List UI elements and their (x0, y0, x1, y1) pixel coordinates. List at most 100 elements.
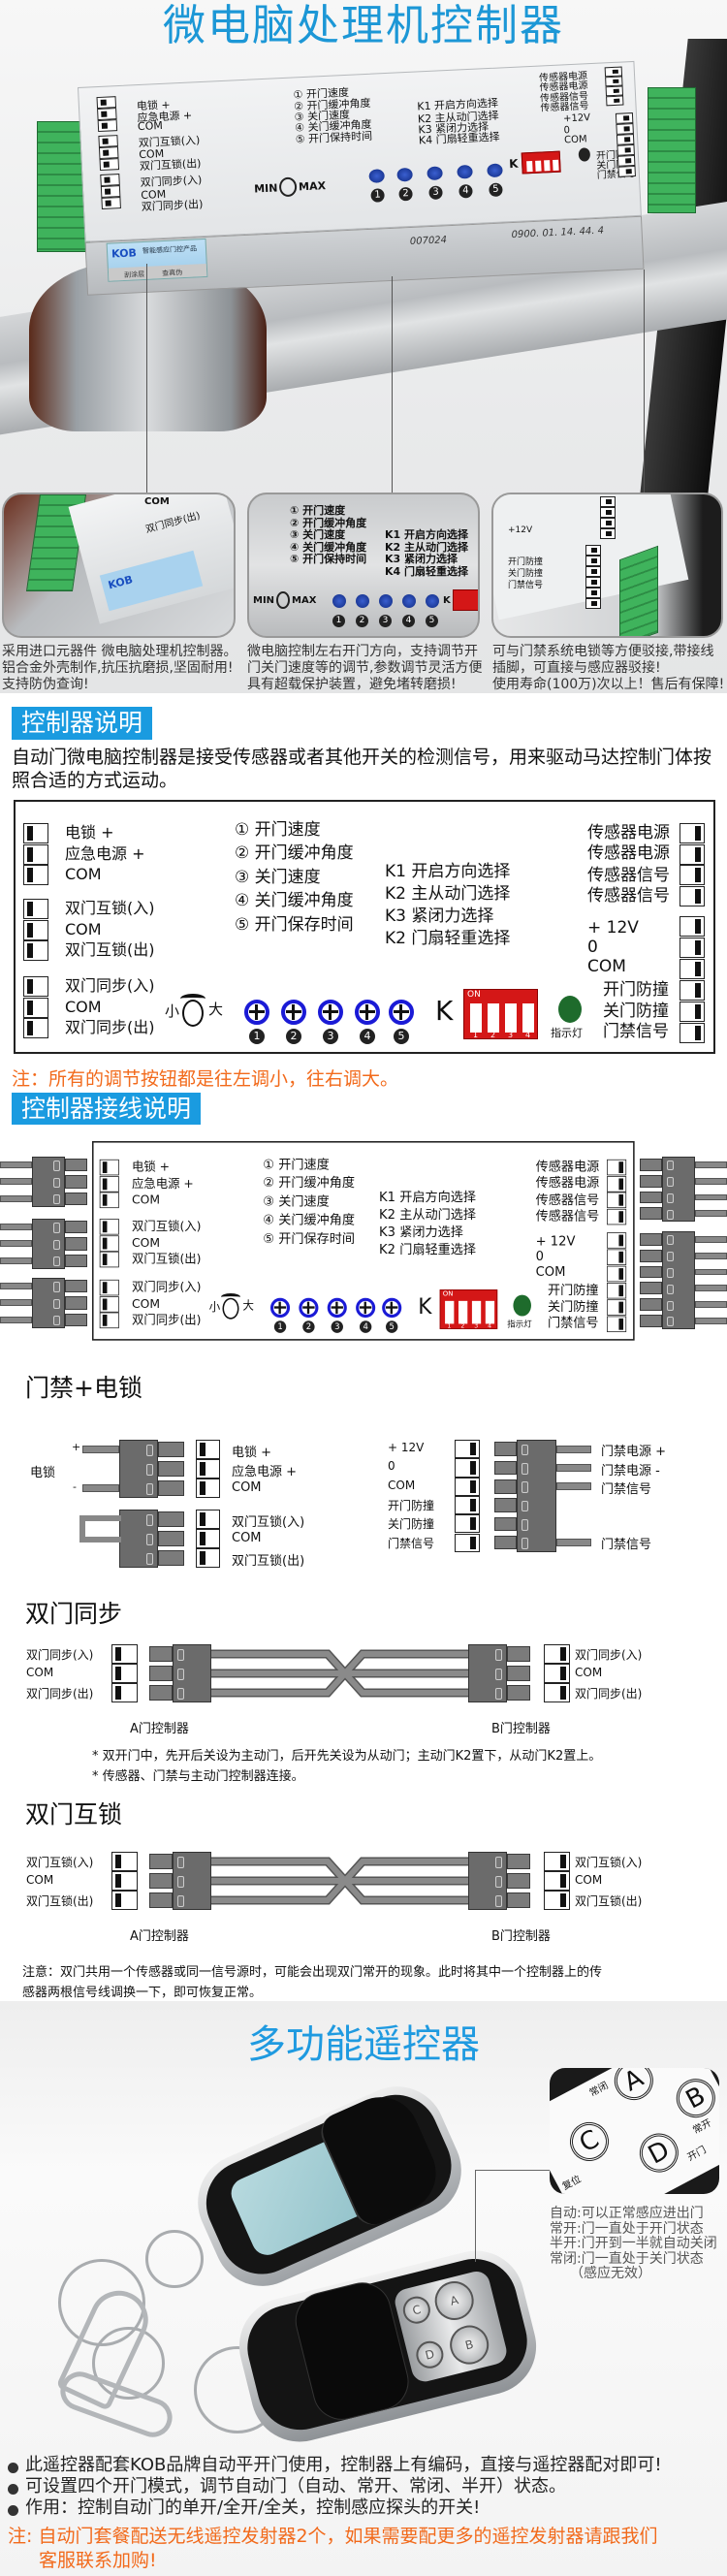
dip-toggle[interactable] (471, 1300, 482, 1324)
knob-function-label: ③ 关门速度 (235, 868, 321, 887)
terminal-label: 双门互锁(出) (575, 1894, 643, 1908)
connector-block (173, 1852, 211, 1910)
dip-function-label: K3 紧闭力选择 (385, 553, 458, 565)
guard-terminal-label: 开门防撞 (547, 1283, 599, 1298)
terminal-label: 双门互锁(出) (131, 1252, 202, 1267)
access-control-label: 门禁信号 (601, 1482, 652, 1497)
dip-switch[interactable] (453, 589, 478, 611)
adjust-screw-3[interactable] (327, 1297, 347, 1319)
dip-switch-function-label: K3 紧闭力选择 (385, 906, 494, 926)
terminal-label: 关门防撞 (388, 1517, 435, 1532)
terminal-label: 双门同步(出) (65, 1018, 155, 1037)
terminal-label: 双门同步(入) (65, 976, 155, 995)
connector-pin (65, 1192, 87, 1205)
adjust-screw-5[interactable] (426, 594, 439, 608)
adjust-screw-4[interactable] (402, 594, 416, 608)
sync-title: 双门同步 (25, 1600, 123, 1628)
terminal-slot (680, 938, 705, 958)
terminal-label: 双门互锁(入) (575, 1856, 643, 1869)
dip-toggle[interactable] (458, 1300, 468, 1324)
terminal-label: 应急电源 + (232, 1465, 298, 1479)
terminal-contact (470, 1498, 476, 1512)
terminal-contact (560, 1686, 566, 1700)
terminal-slot (607, 1192, 627, 1209)
connector-pin (507, 1873, 530, 1889)
connector-pin (158, 1480, 184, 1496)
remote-note-line2: 客服联系加购! (39, 2550, 157, 2571)
terminal-slot (196, 1548, 220, 1568)
terminal-contact (470, 1517, 476, 1531)
terminal-contact (470, 1443, 476, 1456)
guard-terminal-label: 关门防撞 (603, 1002, 669, 1021)
terminal-label: 双门互锁(入) (26, 1856, 94, 1869)
terminal-label: COM (65, 997, 102, 1016)
right-terminal-block (648, 87, 696, 213)
terminal-slot (23, 1018, 48, 1039)
terminal-contact (695, 826, 701, 841)
terminal-contact (695, 868, 701, 883)
terminal-contact (470, 1461, 476, 1475)
connector-slot (522, 1538, 528, 1549)
adjust-screw-4[interactable] (356, 1297, 376, 1319)
guard-terminal-label: 关门防撞 (547, 1299, 599, 1315)
dip-toggle[interactable] (488, 1003, 499, 1033)
adjust-screw-5[interactable] (382, 1297, 402, 1319)
connector-pin (494, 1498, 517, 1512)
callout-line (644, 270, 645, 493)
adjust-screw-3[interactable] (318, 1000, 343, 1025)
terminal-slot (680, 865, 705, 886)
dip-toggle[interactable] (485, 1300, 495, 1324)
terminal-label: 双门同步(入) (131, 1279, 202, 1294)
sensor-terminal-label: 传感器信号 (587, 886, 670, 906)
key-ring (92, 2327, 165, 2400)
adjust-screw-1[interactable] (269, 1297, 291, 1319)
adjust-screw-1[interactable] (332, 594, 346, 608)
terminal-label: 双门同步(入) (26, 1648, 94, 1662)
terminal-contact (200, 1462, 205, 1476)
knob-icon (276, 591, 290, 609)
adjust-screw-4[interactable] (355, 1000, 380, 1025)
terminal-label: 双门同步(入) (575, 1648, 643, 1662)
power-terminal-label: 0 (587, 938, 598, 957)
screw-number: 2 (302, 1320, 315, 1333)
dip-toggle[interactable] (505, 1003, 517, 1033)
terminal-contact (27, 979, 33, 994)
adjust-screw-5[interactable] (389, 1000, 414, 1025)
terminal-contact (102, 1254, 108, 1266)
page-title: 微电脑处理机控制器 (163, 1, 564, 50)
dip-toggle[interactable] (470, 1003, 482, 1033)
dip-toggle[interactable] (445, 1300, 455, 1324)
connector-pin (65, 1221, 87, 1234)
guard-label: 门禁信号 (508, 581, 544, 590)
knob-function-label: ④ 关门缓冲角度 (263, 1212, 356, 1228)
remote-button[interactable]: C (399, 2293, 433, 2327)
adjust-screw-2[interactable] (356, 594, 369, 608)
callout-line (475, 2170, 476, 2262)
terminal-label: COM (131, 1192, 161, 1207)
connector-pin (494, 1460, 517, 1476)
remote-button[interactable]: D (413, 2337, 447, 2371)
adjust-screw-1[interactable] (244, 1000, 269, 1025)
connector-slot (667, 1209, 674, 1220)
dip-number: 3 (474, 1321, 479, 1329)
terminal-slot (585, 545, 601, 556)
connector-slot (667, 1235, 674, 1246)
adjust-screw-3[interactable] (379, 594, 393, 608)
sensor-terminal-label: 传感器信号 (535, 1208, 600, 1224)
terminal-slot (680, 1002, 705, 1022)
terminal-contact (591, 590, 597, 595)
adjust-screw-2[interactable] (299, 1297, 319, 1319)
connector-pin (640, 1282, 662, 1295)
bullet-dot-icon (8, 2505, 18, 2516)
intro-text-line1: 自动门微电脑控制器是接受传感器或者其他开关的检测信号，用来驱动马达控制门体按 (12, 747, 712, 768)
adjust-screw-2[interactable] (281, 1000, 306, 1025)
dip-toggle[interactable] (522, 1003, 534, 1033)
remote-button[interactable]: B (445, 2321, 493, 2369)
remote-button[interactable]: A (430, 2276, 478, 2325)
mode-description: 自动:可以正常感应进出门 (550, 2206, 704, 2221)
